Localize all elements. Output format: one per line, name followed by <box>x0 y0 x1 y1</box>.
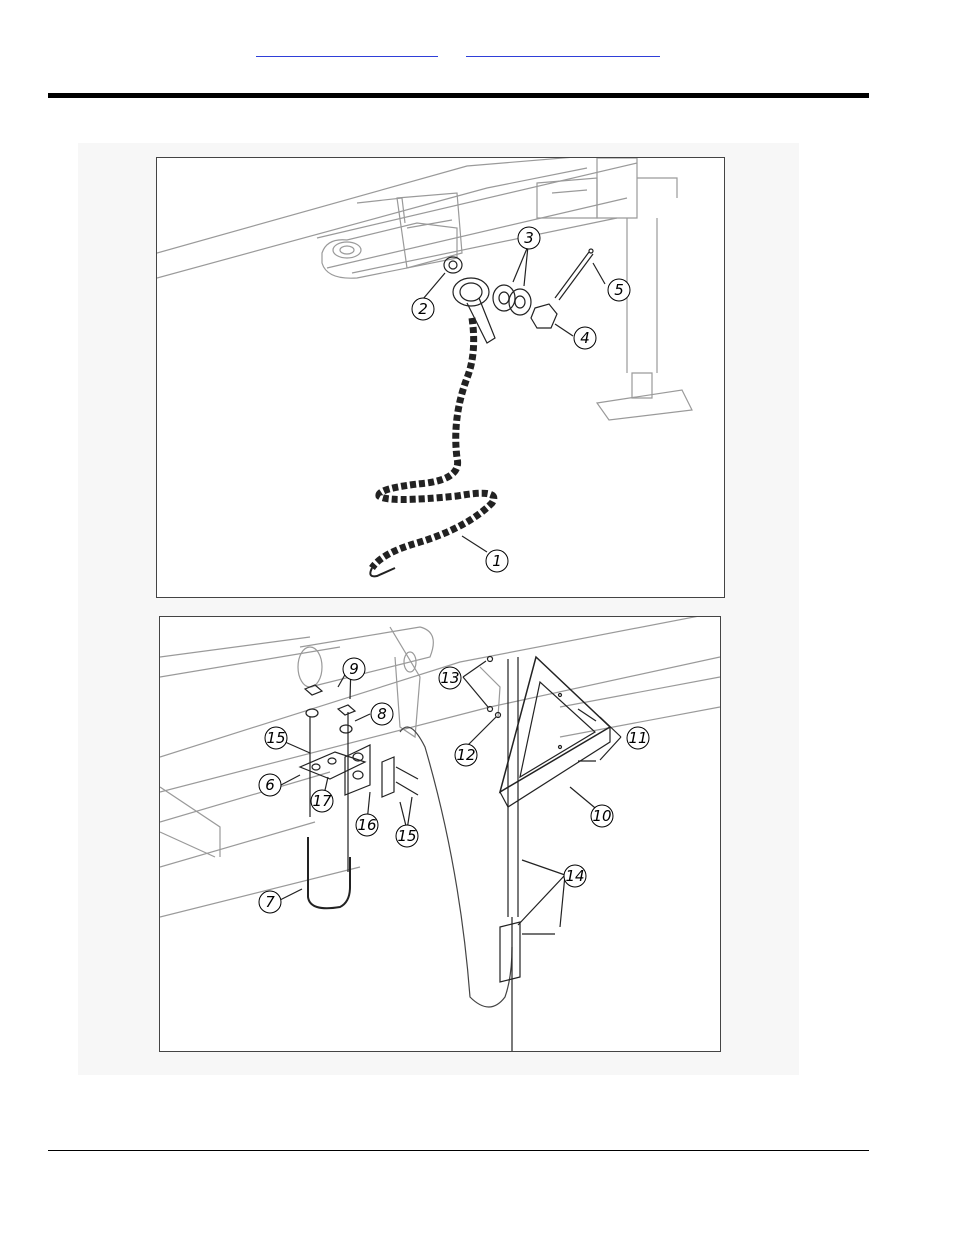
callout-15-upper: 15 <box>266 729 285 747</box>
header-link-right[interactable] <box>466 42 660 57</box>
callout-12: 12 <box>456 746 475 764</box>
callout-13: 13 <box>440 669 459 687</box>
callout-7: 7 <box>265 893 275 911</box>
callout-15-lower: 15 <box>397 827 416 845</box>
callout-10: 10 <box>592 807 611 825</box>
parts-figure-safety-chain: 1 2 3 4 5 <box>156 157 725 598</box>
safety-chain-drawing: 1 2 3 4 5 <box>157 158 724 597</box>
parts-figure-smv-sign-mount: 6 7 8 9 10 11 12 13 14 15 15 16 17 <box>159 616 721 1052</box>
callout-1: 1 <box>492 552 502 570</box>
callout-9: 9 <box>349 660 359 678</box>
callout-11: 11 <box>628 729 647 747</box>
callout-6: 6 <box>265 776 275 794</box>
header-rule <box>48 93 869 98</box>
callout-14: 14 <box>565 867 584 885</box>
header-link-left[interactable] <box>256 42 438 57</box>
callout-17: 17 <box>312 792 332 810</box>
callout-4: 4 <box>580 329 590 347</box>
smv-sign-mount-drawing: 6 7 8 9 10 11 12 13 14 15 15 16 17 <box>160 617 720 1051</box>
footer-rule <box>48 1150 869 1151</box>
callout-5: 5 <box>614 281 624 299</box>
callout-16: 16 <box>357 816 376 834</box>
callout-8: 8 <box>377 705 387 723</box>
callout-2: 2 <box>418 300 428 318</box>
callout-3: 3 <box>524 229 534 247</box>
